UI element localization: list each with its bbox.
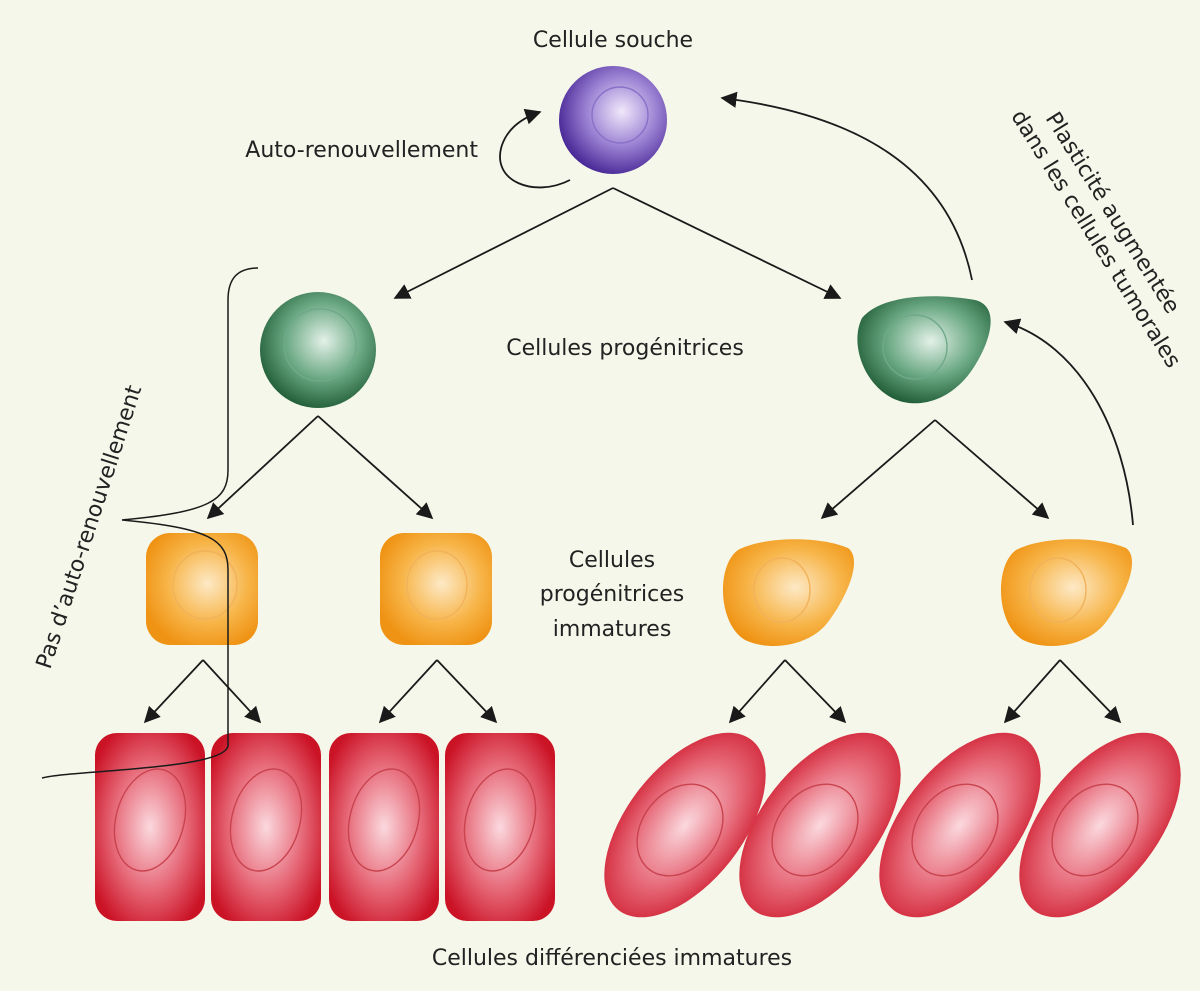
progenitors-label: Cellules progénitrices [506,336,744,361]
arrow-imm-3-to-diff-6 [784,659,847,724]
progenitor-cell-left [260,292,376,408]
immature-progenitor-cell-2 [380,533,492,645]
arrow-prog-right-to-imm-3 [820,419,936,520]
svg-text:dans les cellules tumorales: dans les cellules tumorales [1006,106,1186,373]
differentiated-cell-8 [1019,732,1181,918]
arrow-imm-4-to-diff-8 [1059,659,1122,724]
progenitor-cell-right [857,296,991,404]
self-renewal-label: Auto-renouvellement [245,138,478,163]
stem-cell-label: Cellule souche [533,28,693,53]
arrow-stem-to-progenitor-left [393,187,614,299]
arrow-prog-left-to-imm-1 [206,415,319,520]
no-self-renewal-label: Pas d’auto-renouvellement [32,382,147,672]
differentiated-cell-6 [739,732,901,918]
stem-cell [559,66,667,174]
differentiated-cells-label: Cellules différenciées immatures [432,946,792,971]
arrow-prog-left-to-imm-2 [317,415,434,520]
arrow-imm-1-to-diff-1 [143,659,204,724]
arrow-imm-4-to-diff-7 [1003,659,1061,724]
arrow-stem-to-progenitor-right [612,187,842,299]
arrow-imm-2-to-diff-4 [436,659,498,724]
differentiated-cell-4 [445,733,555,921]
self-renewal-arrow [499,108,571,189]
immature-progenitors-label-line-3: immatures [553,617,672,642]
differentiated-cell-1 [95,733,205,921]
plasticity-arrow-to-stem [720,91,973,281]
arrow-imm-2-to-diff-3 [378,659,438,724]
immature-progenitor-cell-3 [722,539,855,646]
immature-progenitor-cell-4 [1000,539,1133,646]
no-self-renewal-brace [41,267,259,779]
plasticity-arrow-to-progenitor [1003,318,1134,526]
arrow-imm-1-to-diff-2 [202,659,262,724]
differentiated-cell-2 [211,733,321,921]
immature-progenitor-cell-1 [146,533,258,645]
differentiated-cell-5 [604,732,766,918]
differentiated-cell-7 [879,732,1041,918]
plasticity-label: Plasticité augmentée dans les cellules t… [1006,106,1186,373]
arrow-imm-3-to-diff-5 [728,659,786,724]
differentiated-cell-3 [329,733,439,921]
immature-progenitors-label-line-2: progénitrices [540,582,684,607]
arrow-prog-right-to-imm-4 [934,419,1050,520]
immature-progenitors-label-line-1: Cellules [569,548,655,573]
